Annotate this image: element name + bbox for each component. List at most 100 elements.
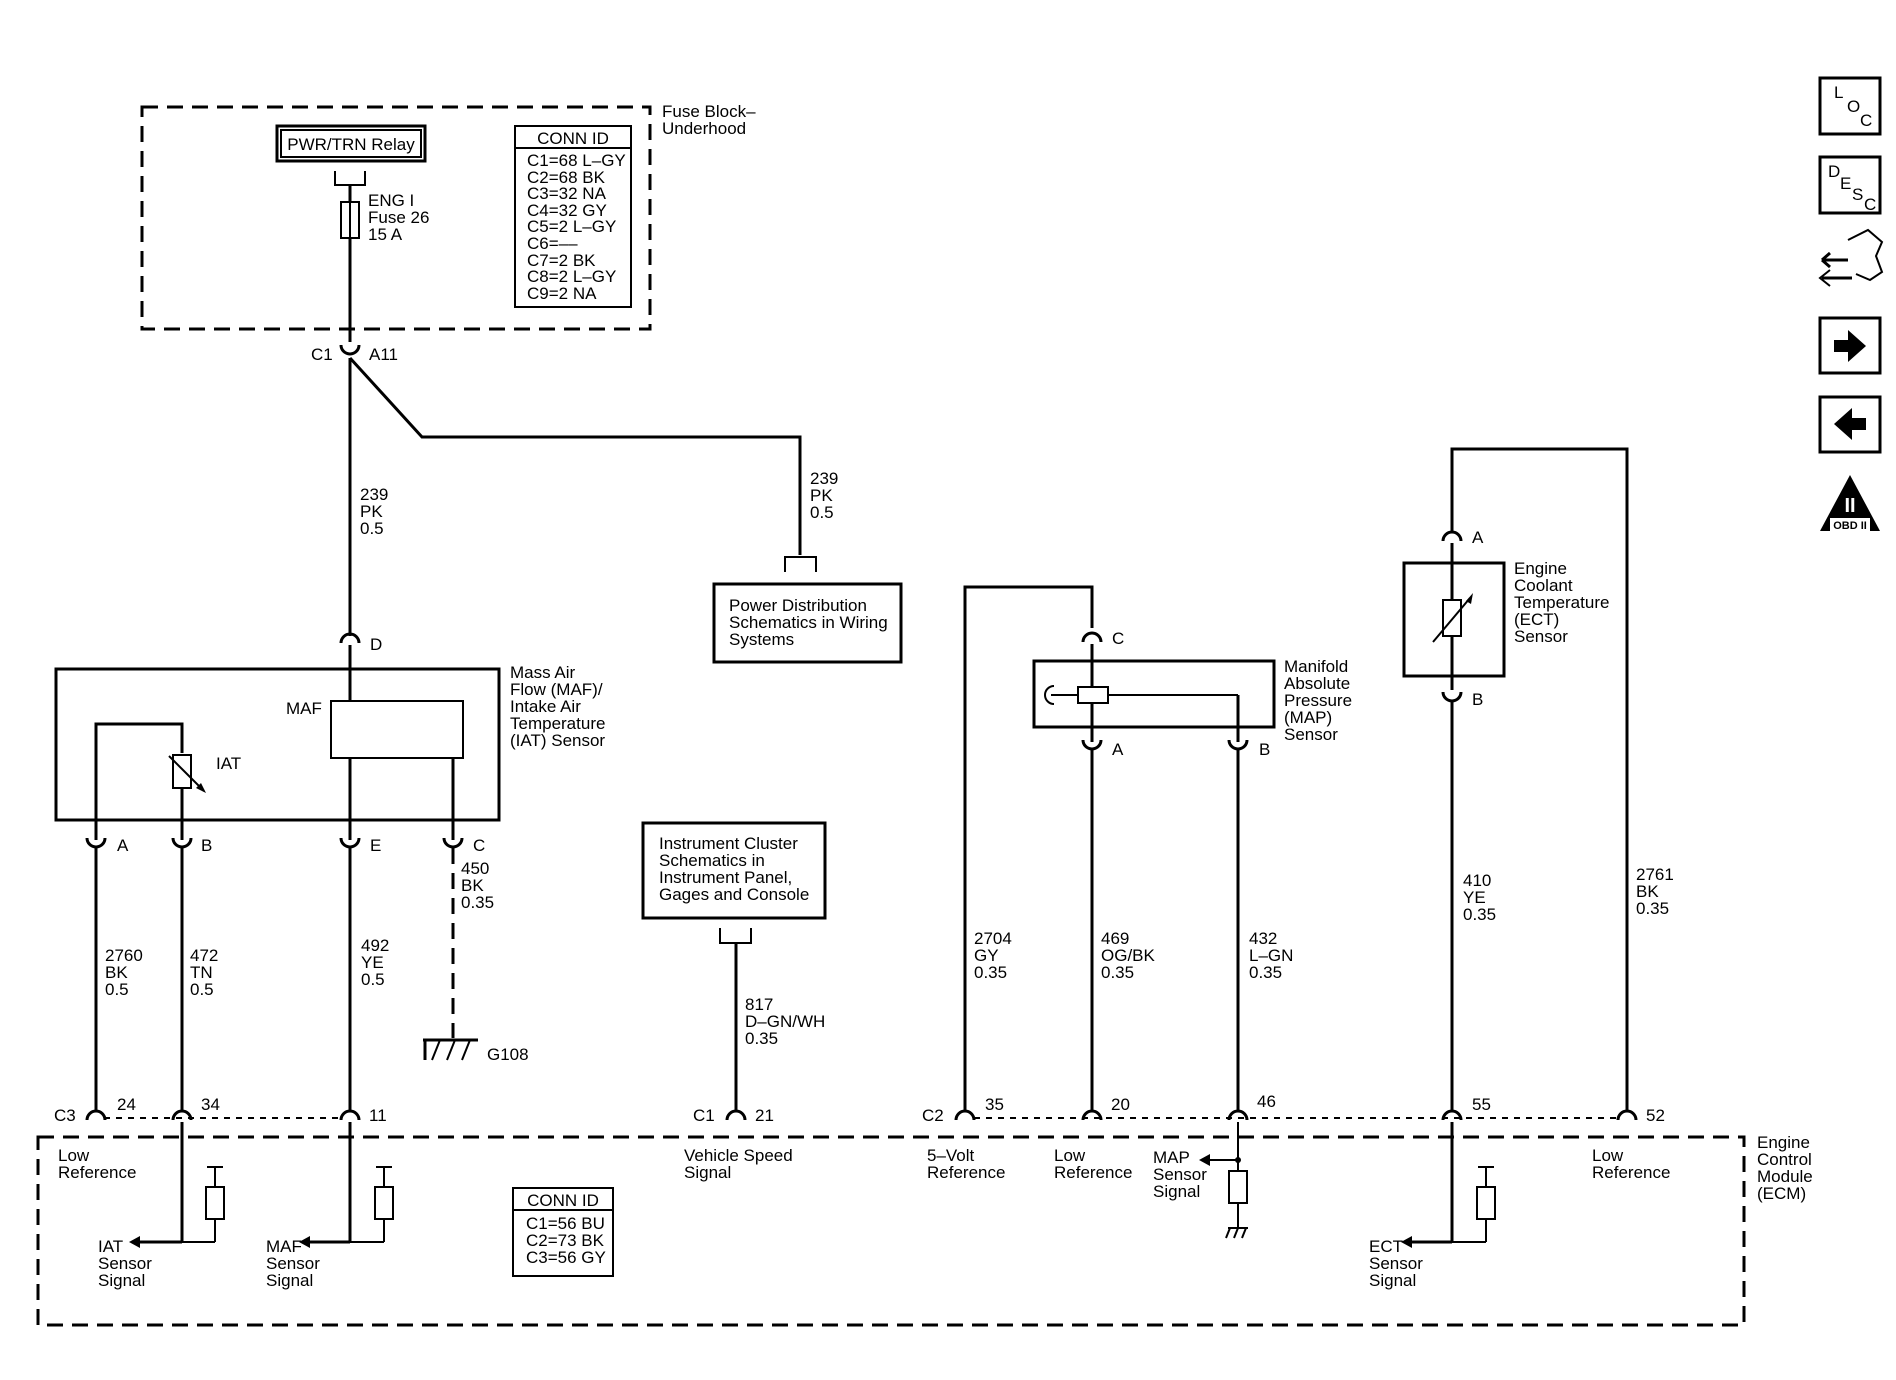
ecm-pin-label: 20 xyxy=(1111,1095,1130,1114)
pin-label: C xyxy=(473,836,485,855)
conn-id-row: C8=2 L–GY xyxy=(527,267,616,286)
wire-label: 0.35 xyxy=(1636,899,1669,918)
map-title: Pressure xyxy=(1284,691,1352,710)
wire-2761 xyxy=(1450,447,1629,1110)
wire-label: BK xyxy=(1636,882,1659,901)
ecm-title: (ECM) xyxy=(1757,1184,1806,1203)
conn-id-row: C9=2 NA xyxy=(527,284,597,303)
previous-arrow-button[interactable] xyxy=(1818,395,1882,454)
ecm-signal-label: Vehicle Speed xyxy=(684,1146,793,1165)
iat-pullup-resistor-icon xyxy=(205,1186,225,1220)
ecm-signal-label: Sensor xyxy=(1153,1165,1207,1184)
ecm-signal-label: Signal xyxy=(1153,1182,1200,1201)
conn-id-row: C4=32 GY xyxy=(527,201,607,220)
ecm-signal-label: Reference xyxy=(927,1163,1005,1182)
wire-label: BK xyxy=(461,876,484,895)
maf-title: Mass Air xyxy=(510,663,576,682)
conn-id-row: C2=73 BK xyxy=(526,1231,605,1250)
maf-element xyxy=(330,700,464,759)
wire-label: 0.35 xyxy=(1249,963,1282,982)
conn-id-title: CONN ID xyxy=(537,129,609,148)
description-button[interactable]: D E S C xyxy=(1818,155,1882,215)
power-distribution-reference[interactable]: Power Distribution Schematics in Wiring … xyxy=(712,582,903,664)
next-arrow-button[interactable] xyxy=(1818,316,1882,375)
ground-g108-icon xyxy=(423,1025,478,1061)
ecm-signal-label: 5–Volt xyxy=(927,1146,975,1165)
power-box-line: Systems xyxy=(729,630,794,649)
obd-triangle-icon xyxy=(1820,475,1880,531)
instrument-cluster-reference[interactable]: Instrument Cluster Schematics in Instrum… xyxy=(641,821,827,920)
wire-label: BK xyxy=(105,963,128,982)
obd-ii-button[interactable]: II OBD II xyxy=(1820,475,1880,532)
wire-label: 0.35 xyxy=(461,893,494,912)
power-box-line: Power Distribution xyxy=(729,596,867,615)
ecm-signal-label: Reference xyxy=(1592,1163,1670,1182)
ecm-conn-id-table: CONN ID C1=56 BU C2=73 BK C3=56 GY xyxy=(512,1187,614,1277)
pin-label: A xyxy=(117,836,129,855)
fuse-label-1: ENG I xyxy=(368,191,414,210)
power-box-line: Schematics in Wiring xyxy=(729,613,888,632)
ect-title: (ECT) xyxy=(1514,610,1559,629)
ecm-title: Engine xyxy=(1757,1133,1810,1152)
ect-pullup-resistor-icon xyxy=(1476,1186,1496,1220)
ecm-outline xyxy=(36,1135,1746,1327)
iat-label: IAT xyxy=(216,754,241,773)
maf-title: Intake Air xyxy=(510,697,581,716)
wire-label: PK xyxy=(360,502,383,521)
wire-label: 0.35 xyxy=(974,963,1007,982)
ecm-pin-label: 21 xyxy=(755,1106,774,1125)
obd-sub-label: OBD II xyxy=(1833,520,1867,532)
wrench-arrows-icon[interactable] xyxy=(1818,228,1884,287)
ecm-pin-label: 52 xyxy=(1646,1106,1665,1125)
wire-label: GY xyxy=(974,946,999,965)
ecm-conn-label: C2 xyxy=(922,1106,944,1125)
ground-label: G108 xyxy=(487,1045,529,1064)
ecm-signal-label: IAT xyxy=(98,1237,123,1256)
map-title: Manifold xyxy=(1284,657,1348,676)
wire-label: 0.5 xyxy=(361,970,385,989)
conn-id-row: C7=2 BK xyxy=(527,251,596,270)
ect-title: Temperature xyxy=(1514,593,1609,612)
pin-label: B xyxy=(1259,740,1270,759)
wire-label: 469 xyxy=(1101,929,1129,948)
ecm-pin-label: 11 xyxy=(369,1106,387,1125)
pin-label: E xyxy=(370,836,381,855)
ecm-signal-label: Signal xyxy=(1369,1271,1416,1290)
ecm-module: Engine Control Module (ECM) C3 C1 C2 24 … xyxy=(36,1092,1813,1327)
ecm-signal-label: Sensor xyxy=(1369,1254,1423,1273)
wire-label: 0.5 xyxy=(190,980,214,999)
maf-pullup-resistor-icon xyxy=(374,1186,394,1220)
fuse-pin-label: A11 xyxy=(369,345,398,364)
conn-id-row: C5=2 L–GY xyxy=(527,217,616,236)
desc-letter: C xyxy=(1864,195,1876,214)
fuse-label-3: 15 A xyxy=(368,225,403,244)
conn-id-row: C1=56 BU xyxy=(526,1214,605,1233)
ecm-pin-label: 24 xyxy=(117,1095,136,1114)
conn-id-title: CONN ID xyxy=(527,1191,599,1210)
instrument-box-line: Instrument Panel, xyxy=(659,868,792,887)
wire-label: 239 xyxy=(360,485,388,504)
ect-sensor-housing xyxy=(1402,561,1506,678)
maf-sensor-housing xyxy=(54,667,501,822)
location-button[interactable]: L O C xyxy=(1818,76,1882,136)
conn-id-row: C3=32 NA xyxy=(527,184,607,203)
ecm-signal-label: MAF xyxy=(266,1237,302,1256)
wire-label: 0.5 xyxy=(810,503,834,522)
wire-label: 0.35 xyxy=(1101,963,1134,982)
wire-label: TN xyxy=(190,963,213,982)
maf-title: Temperature xyxy=(510,714,605,733)
wire-label: D–GN/WH xyxy=(745,1012,825,1031)
conn-id-row: C6=–– xyxy=(527,234,578,253)
conn-id-row: C1=68 L–GY xyxy=(527,151,626,170)
ecm-pin-label: 46 xyxy=(1257,1092,1276,1111)
wire-label: 239 xyxy=(810,469,838,488)
wire-label: PK xyxy=(810,486,833,505)
desc-letter: S xyxy=(1852,185,1863,204)
loc-letter: O xyxy=(1847,97,1860,116)
ect-title: Engine xyxy=(1514,559,1567,578)
relay-label: PWR/TRN Relay xyxy=(287,135,415,154)
wire-239-branch xyxy=(348,356,802,555)
map-sensor: C Manifold Absolute Pressure (MAP) Senso… xyxy=(1032,629,1352,759)
right-arrow-icon xyxy=(1834,330,1866,362)
